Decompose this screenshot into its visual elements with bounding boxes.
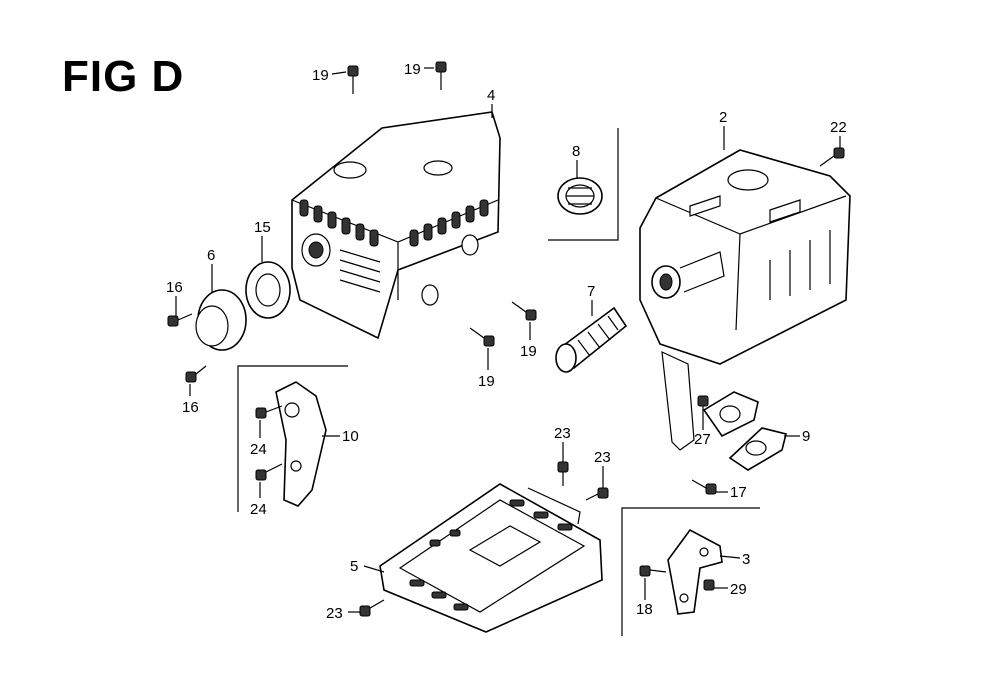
callout-10: 10 [342, 428, 359, 445]
spark-arrester-screen-part-7 [555, 306, 628, 373]
callout-19-b: 19 [404, 61, 421, 78]
callout-23-c: 23 [326, 605, 343, 622]
callout-9: 9 [802, 428, 810, 445]
callout-19-d: 19 [478, 373, 495, 390]
bolt-24-b [255, 463, 283, 481]
bolt-23-c [359, 599, 385, 617]
muffler-part-2 [639, 149, 851, 365]
bolt-27 [697, 395, 709, 407]
callout-19-a: 19 [312, 67, 329, 84]
callout-numbers: 19 19 4 8 2 22 15 6 16 16 7 19 19 10 24 … [166, 61, 847, 622]
bolt-18 [639, 565, 667, 577]
callout-15: 15 [254, 219, 271, 236]
bolt-16-a [167, 313, 193, 327]
spark-arrester-cap-part-8 [557, 177, 603, 215]
frame-part-3 [621, 507, 760, 636]
bolt-19-a [347, 65, 359, 94]
bolt-24-a [255, 405, 283, 419]
bolt-19-d [469, 327, 495, 347]
callout-8: 8 [572, 143, 580, 160]
figure-title: FIG D [62, 52, 185, 101]
callout-27: 27 [694, 431, 711, 448]
callout-17: 17 [730, 484, 747, 501]
bolt-17 [691, 479, 717, 495]
bolt-16-b [185, 365, 207, 383]
bolt-23-b [585, 487, 609, 501]
bolt-22 [819, 147, 845, 167]
callout-4: 4 [487, 87, 495, 104]
frame-part-10 [237, 365, 348, 512]
callout-22: 22 [830, 119, 847, 136]
gasket-part-9 [702, 391, 787, 471]
callout-6: 6 [207, 247, 215, 264]
callout-3: 3 [742, 551, 750, 568]
callout-2: 2 [719, 109, 727, 126]
bolt-29 [703, 579, 715, 591]
cover-part-4 [291, 111, 501, 340]
bolt-19-b [435, 61, 447, 90]
callout-23-b: 23 [594, 449, 611, 466]
muffler-bracket [661, 351, 695, 451]
callout-5: 5 [350, 558, 358, 575]
bracket-part-3 [667, 528, 723, 615]
protector-slots [409, 499, 573, 611]
gasket-part-15 [245, 261, 291, 319]
callout-16-a: 16 [166, 279, 183, 296]
end-cap-part-6 [195, 289, 247, 351]
heat-shield-part-10 [275, 381, 327, 507]
cover-slots [299, 199, 489, 247]
callout-24-a: 24 [250, 441, 267, 458]
bolts [167, 61, 845, 617]
leader-lines [175, 67, 841, 613]
callout-16-b: 16 [182, 399, 199, 416]
callout-24-b: 24 [250, 501, 267, 518]
callout-23-a: 23 [554, 425, 571, 442]
callout-7: 7 [587, 283, 595, 300]
bolt-23-a [557, 461, 569, 486]
callout-29: 29 [730, 581, 747, 598]
callout-18: 18 [636, 601, 653, 618]
frame-part-8 [548, 128, 619, 241]
callout-19-c: 19 [520, 343, 537, 360]
protector-part-5 [379, 483, 603, 633]
bolt-19-c [511, 301, 537, 321]
